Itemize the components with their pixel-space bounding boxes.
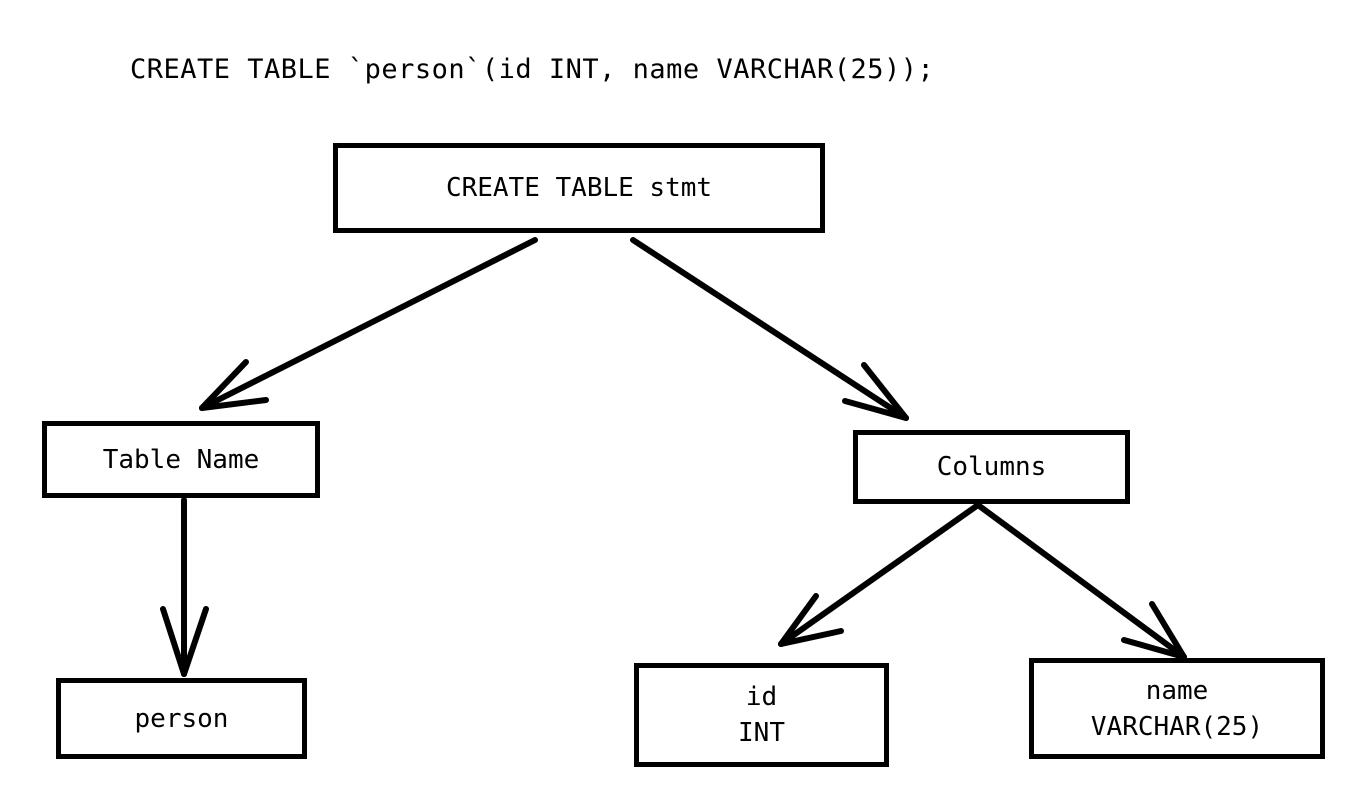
node-column-id-name: id <box>745 682 778 712</box>
node-person[interactable]: person <box>56 678 307 759</box>
node-columns-label: Columns <box>936 452 1047 482</box>
edge-table-name-to-person <box>160 497 209 677</box>
node-create-table-stmt[interactable]: CREATE TABLE stmt <box>333 143 825 233</box>
node-column-name-name: name <box>1145 675 1209 706</box>
node-table-name[interactable]: Table Name <box>42 421 320 498</box>
edge-root-to-table-name <box>199 237 538 411</box>
node-column-id[interactable]: id INT <box>634 663 889 767</box>
node-column-id-type: INT <box>738 718 785 748</box>
node-create-table-stmt-label: CREATE TABLE stmt <box>445 173 713 203</box>
edge-root-to-columns <box>630 237 909 421</box>
node-person-label: person <box>134 703 229 734</box>
edge-columns-to-column-name <box>975 502 1187 660</box>
edge-columns-to-column-id <box>778 502 981 647</box>
node-table-name-label: Table Name <box>102 444 260 475</box>
node-column-name[interactable]: name VARCHAR(25) <box>1029 658 1325 759</box>
node-columns[interactable]: Columns <box>853 430 1130 504</box>
sql-statement-caption: CREATE TABLE `person`(id INT, name VARCH… <box>130 54 935 85</box>
node-column-name-type: VARCHAR(25) <box>1090 711 1264 742</box>
